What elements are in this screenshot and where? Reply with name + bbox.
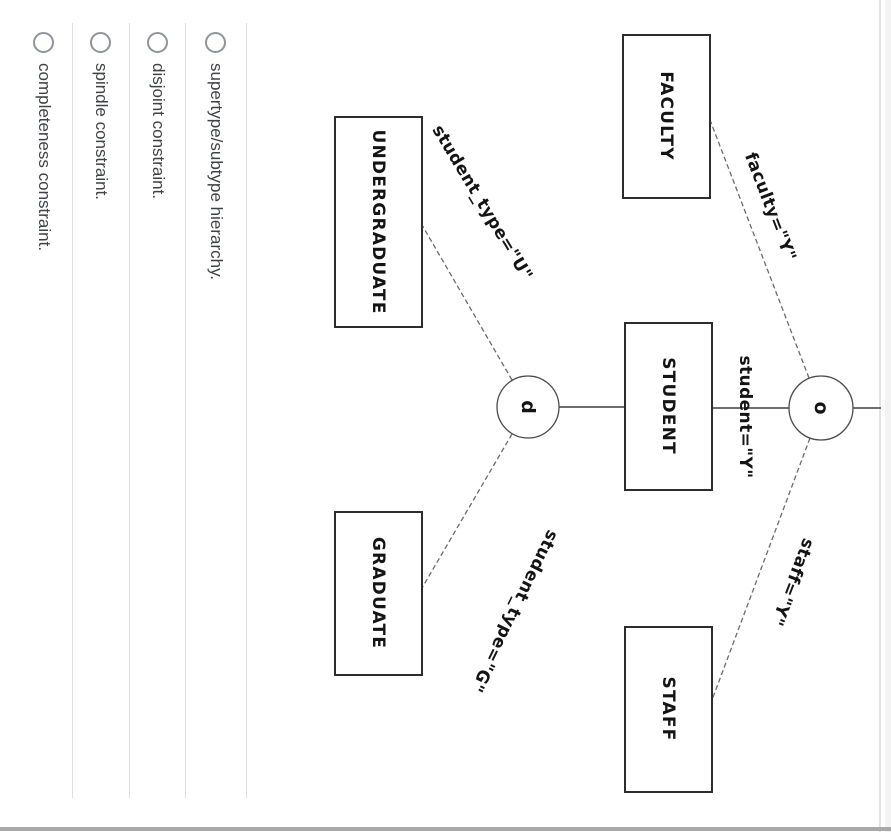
radio-button[interactable] — [147, 32, 168, 53]
d-to-graduate-line — [421, 433, 513, 589]
edge-label-student: student="Y" — [735, 356, 755, 479]
option-row-disjoint-constraint[interactable]: disjoint constraint. — [130, 23, 186, 798]
entity-graduate-box — [334, 511, 423, 676]
overlap-rule-symbol: o — [810, 401, 832, 414]
radio-button[interactable] — [205, 32, 227, 53]
entity-student-label: STUDENT — [658, 357, 678, 455]
radio-button[interactable] — [33, 32, 55, 53]
option-label: completeness constraint. — [35, 63, 55, 252]
option-label: disjoint constraint. — [148, 63, 168, 200]
d-to-undergraduate-line — [421, 224, 513, 381]
radio-button[interactable] — [90, 32, 112, 53]
edge-label-student-type-u: student_type="U" — [428, 122, 537, 285]
edge-label-staff: staff="Y" — [766, 535, 818, 628]
entity-faculty-box — [622, 34, 711, 199]
option-row-spindle-constraint[interactable]: spindle constraint. — [73, 23, 130, 798]
overlap-rule-circle — [788, 375, 854, 441]
eer-diagram: o d FACULTY STUDENT STAFF UNDERGRADUATE … — [334, 34, 881, 793]
entity-staff-box — [624, 626, 713, 793]
option-row-completeness-constraint[interactable]: completeness constraint. — [16, 23, 73, 798]
entity-undergraduate-label: UNDERGRADUATE — [368, 129, 388, 314]
disjoint-rule-circle — [496, 375, 560, 439]
edge-label-student-type-g: student_type="G" — [466, 527, 562, 696]
edge-label-faculty: faculty="Y" — [740, 150, 800, 264]
disjoint-rule-symbol: d — [517, 400, 539, 414]
scrollbar[interactable] — [0, 827, 891, 831]
entity-student-box — [624, 322, 713, 491]
entity-staff-label: STAFF — [658, 677, 678, 742]
option-label: supertype/subtype hierarchy. — [207, 63, 227, 281]
entity-graduate-label: GRADUATE — [368, 537, 388, 649]
o-to-faculty-line — [709, 119, 810, 379]
option-label: spindle constraint. — [92, 63, 112, 201]
entity-undergraduate-box — [334, 116, 423, 328]
option-row-supertype-subtype-hierarchy[interactable]: supertype/subtype hierarchy. — [186, 23, 247, 798]
o-to-staff-line — [711, 437, 811, 701]
entity-faculty-label: FACULTY — [656, 71, 676, 160]
